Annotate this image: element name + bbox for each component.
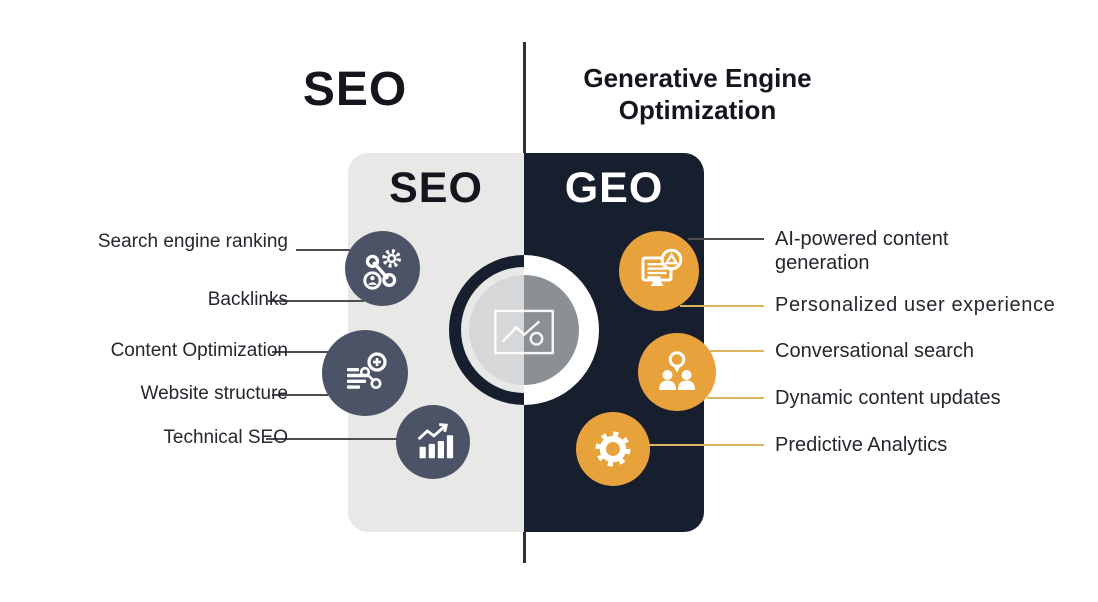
seo-ranking-gear-link-icon (345, 231, 420, 306)
connector-content-optimization (272, 351, 328, 353)
ai-content-monitor-icon (619, 231, 699, 311)
connector-backlinks (268, 300, 364, 302)
growth-bar-chart-icon (396, 405, 470, 479)
label-technical-seo: Technical SEO (163, 427, 288, 448)
label-dynamic-content-updates: Dynamic content updates (775, 387, 1001, 409)
label-backlinks: Backlinks (207, 289, 288, 310)
label-ai-powered-content-generation: AI-powered content generation (775, 228, 949, 274)
label-personalized-user-experience: Personalized user experience (775, 294, 1056, 316)
connector-ai-powered-content (688, 238, 764, 240)
connector-website-structure (272, 394, 328, 396)
seo-panel-heading: SEO (389, 164, 483, 212)
label-conversational-search: Conversational search (775, 340, 974, 362)
geo-main-title: Generative Engine Optimization (545, 62, 850, 126)
content-document-network-icon (322, 330, 408, 416)
label-content-optimization: Content Optimization (110, 340, 288, 361)
geo-main-title-line2: Optimization (618, 95, 777, 125)
connector-conversational-search (710, 350, 764, 352)
people-conversation-pin-icon (638, 333, 716, 411)
image-chart-placeholder-icon (493, 309, 555, 355)
label-website-structure: Website structure (140, 383, 288, 404)
connector-personalized-experience (680, 305, 764, 307)
center-inner-circle (469, 275, 579, 385)
seo-main-title: SEO (302, 63, 408, 116)
connector-dynamic-content (707, 397, 764, 399)
connector-search-engine-ranking (296, 249, 350, 251)
geo-panel-heading: GEO (564, 164, 664, 212)
label-predictive-analytics: Predictive Analytics (775, 434, 948, 456)
connector-predictive-analytics (649, 444, 764, 446)
geo-main-title-line1: Generative Engine (583, 63, 812, 93)
gear-icon (576, 412, 650, 486)
connector-technical-seo (266, 438, 397, 440)
label-search-engine-ranking: Search engine ranking (97, 231, 288, 252)
